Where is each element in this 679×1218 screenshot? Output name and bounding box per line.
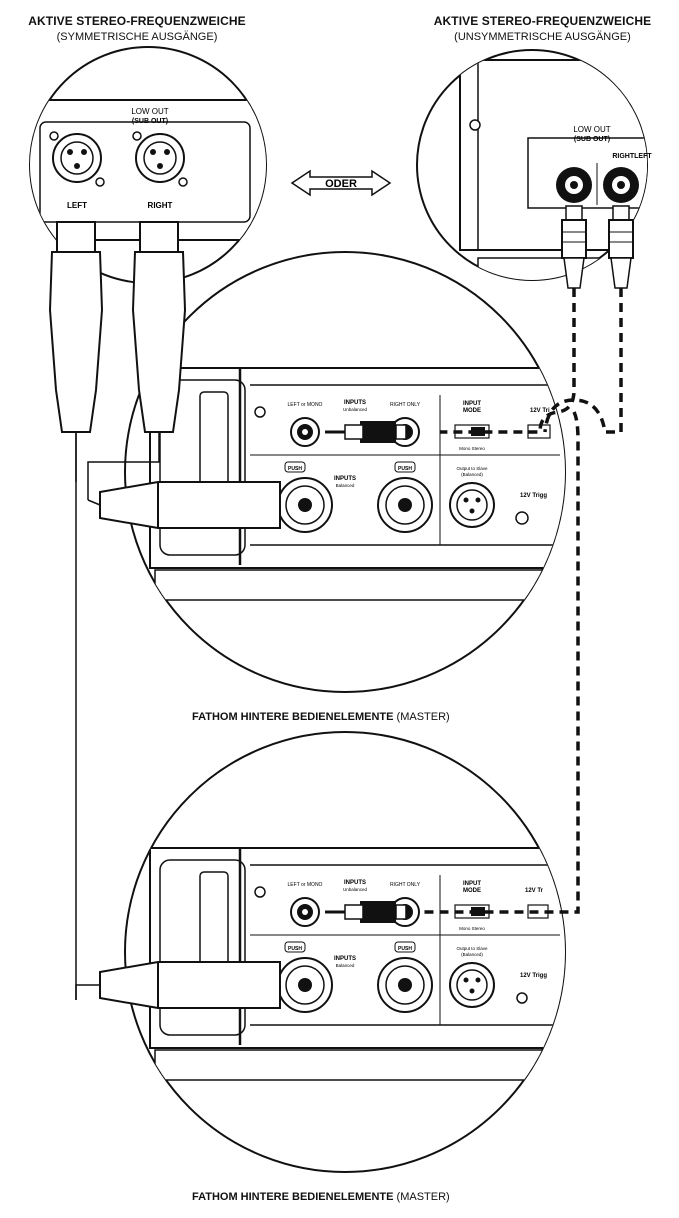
right-low-out-label: LOW OUT — [573, 125, 610, 134]
xlr-cable-left — [48, 221, 104, 1000]
footer-slave: FATHOM HINTERE BEDIENELEMENTE (MASTER) — [192, 1191, 450, 1203]
slave-input-mode-label: INPUT — [463, 881, 481, 887]
balanced-crossover-view: LOW OUT (SUB OUT) LEFT RIGHT — [29, 46, 267, 284]
master-xlr-output-to-slave — [449, 482, 495, 528]
right-sub-out-label: (SUB OUT) — [574, 136, 610, 143]
footer-master-bold: FATHOM HINTERE BEDIENELEMENTE — [192, 711, 394, 723]
unbalanced-crossover-view: LOW OUT (SUB OUT) RIGHTLEFT — [416, 49, 652, 281]
right-caption-subtitle: (UNSYMMETRISCHE AUSGÄNGE) — [454, 31, 631, 43]
master-output-slave-label: Output to Slave — [456, 466, 488, 471]
rca-plug-left — [561, 205, 587, 289]
master-trigger-label: 12V Trigg — [520, 493, 547, 499]
master-inputs-bal-label: INPUTS — [334, 476, 356, 482]
slave-right-only-label: RIGHT ONLY — [390, 882, 421, 888]
left-low-out-label: LOW OUT — [131, 107, 168, 116]
rca-plug-right — [608, 205, 634, 289]
right-out-label: RIGHT — [148, 201, 173, 210]
oder-label: ODER — [325, 178, 357, 190]
rca-plug-slave — [325, 901, 407, 923]
slave-inputs-bal-label: INPUTS — [334, 956, 356, 962]
slave-rca-left-in — [290, 897, 320, 927]
master-combo-right: PUSH — [377, 461, 433, 533]
slave-combo-right: PUSH — [377, 941, 433, 1013]
right-caption: AKTIVE STEREO-FREQUENZWEICHE (UNSYMMETRI… — [425, 12, 660, 43]
master-balanced-label: Balanced — [336, 483, 355, 488]
master-right-only-label: RIGHT ONLY — [390, 402, 421, 408]
oder-arrow: ODER — [290, 169, 392, 197]
left-caption: AKTIVE STEREO-FREQUENZWEICHE (SYMMETRISC… — [22, 12, 252, 43]
master-left-mono-label: LEFT or MONO — [288, 402, 323, 408]
left-caption-title: AKTIVE STEREO-FREQUENZWEICHE — [28, 14, 246, 28]
slave-balanced-label: Balanced — [336, 963, 355, 968]
footer-master: FATHOM HINTERE BEDIENELEMENTE (MASTER) — [192, 711, 450, 723]
slave-push-right: PUSH — [398, 946, 412, 952]
right-caption-title: AKTIVE STEREO-FREQUENZWEICHE — [433, 14, 652, 28]
slave-inputs-unbal-label: INPUTS — [344, 880, 366, 886]
footer-master-normal: (MASTER) — [396, 711, 450, 723]
rca-dashed-cables — [420, 288, 623, 914]
master-rear-panel: LEFT or MONO INPUTS Unbalanced RIGHT ONL… — [124, 251, 566, 693]
master-push-left: PUSH — [288, 466, 302, 472]
slave-left-mono-label: LEFT or MONO — [288, 882, 323, 888]
master-push-right: PUSH — [398, 466, 412, 472]
master-mono-stereo-label: Mono Stereo — [459, 446, 485, 451]
rca-jack-right — [603, 167, 639, 203]
slave-mono-stereo-label: Mono Stereo — [459, 926, 485, 931]
master-trig-label: 12V Tri — [530, 408, 550, 414]
slave-unbalanced-label: Unbalanced — [343, 887, 368, 892]
master-inputs-unbal-label: INPUTS — [344, 400, 366, 406]
xlr-cable-right — [75, 221, 187, 500]
master-input-mode-label: INPUT — [463, 401, 481, 407]
master-mode-label: MODE — [463, 408, 481, 414]
master-rca-left-in — [290, 417, 320, 447]
left-caption-subtitle: (SYMMETRISCHE AUSGÄNGE) — [56, 31, 218, 43]
xlr-plug-slave — [75, 961, 281, 1009]
footer-slave-bold: FATHOM HINTERE BEDIENELEMENTE — [192, 1191, 394, 1203]
xlr-plug-master — [87, 481, 281, 529]
right-left-label: RIGHTLEFT — [612, 153, 652, 160]
left-sub-out-label: (SUB OUT) — [132, 118, 168, 125]
slave-rear-panel: LEFT or MONO INPUTS Unbalanced RIGHT ONL… — [124, 731, 566, 1173]
slave-mode-label: MODE — [463, 888, 481, 894]
rca-jack-left — [556, 167, 592, 203]
slave-xlr-output-to-slave — [449, 962, 495, 1008]
xlr-out-left — [49, 131, 105, 187]
slave-output-slave-label: Output to Slave — [456, 946, 488, 951]
slave-trig-label: 12V Tr — [525, 888, 544, 894]
master-unbalanced-label: Unbalanced — [343, 407, 368, 412]
slave-combo-left: PUSH — [277, 941, 333, 1013]
rca-plug-master — [325, 421, 407, 443]
left-out-label: LEFT — [67, 201, 87, 210]
slave-output-slave-bal-label: (Balanced) — [461, 952, 483, 957]
slave-push-left: PUSH — [288, 946, 302, 952]
master-output-slave-bal-label: (Balanced) — [461, 472, 483, 477]
footer-slave-normal: (MASTER) — [396, 1191, 450, 1203]
slave-trigger-label: 12V Trigg — [520, 973, 547, 979]
xlr-out-right — [132, 131, 188, 187]
